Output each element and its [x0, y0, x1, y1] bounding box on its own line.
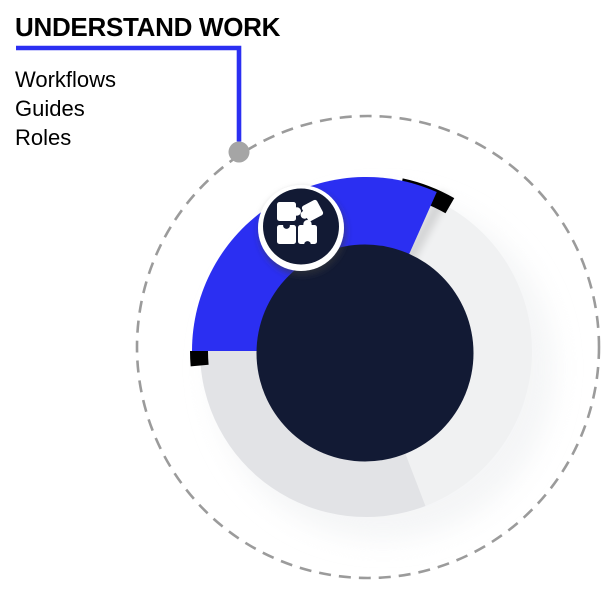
stage-item-roles: Roles — [15, 125, 72, 150]
icon-badge — [258, 185, 344, 271]
stage-item-guides: Guides — [15, 96, 85, 121]
stage-item-list: Workflows Guides Roles — [15, 65, 280, 152]
blue-end-shadow-tip — [190, 351, 209, 367]
connector-dot — [228, 141, 250, 163]
label-block: UNDERSTAND WORK Workflows Guides Roles — [15, 12, 280, 152]
stage-title: UNDERSTAND WORK — [15, 12, 281, 42]
connector-line — [16, 45, 242, 142]
stage-item-workflows: Workflows — [15, 67, 117, 92]
orbit-dashed-circle — [135, 114, 601, 580]
puzzle-icon — [277, 199, 324, 248]
center-navy-circle — [256, 244, 474, 462]
